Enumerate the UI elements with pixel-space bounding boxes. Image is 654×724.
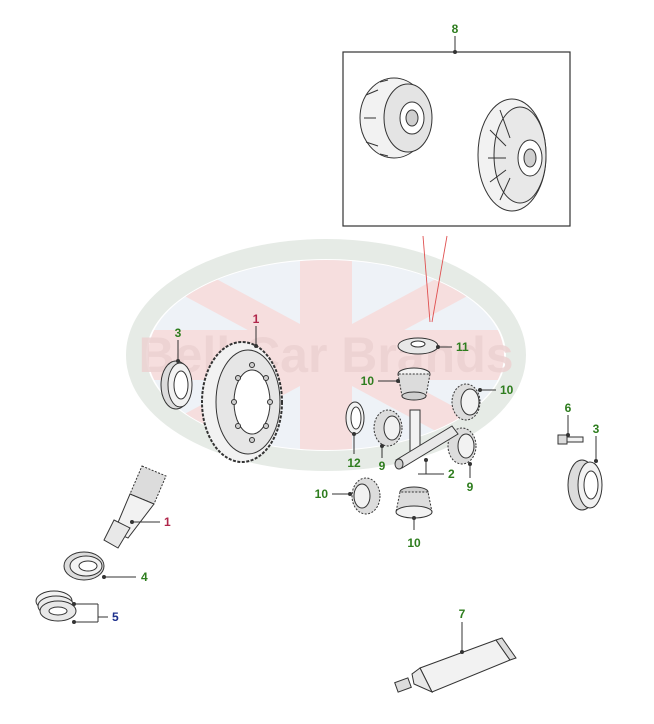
bolt: 6 [557,401,584,445]
drive-pinion: 1 [103,465,171,549]
thrust-washer: 11 [397,337,469,355]
watermark-text: Bell Car Brands [138,327,513,383]
cross-shaft: 2 [394,409,459,481]
callout-1-crown: 1 [253,312,260,326]
inset-indicator-lines [422,235,448,323]
callout-10-bottom-left: 10 [315,487,329,501]
pinion-bearing: 4 [63,551,148,584]
planet-gear-top-left: 10 [361,367,431,401]
callout-4: 4 [141,570,148,584]
callout-dots [72,50,598,654]
callout-3-left: 3 [175,326,182,340]
differential-pinion-right: 9 [447,427,477,494]
shim-set: 5 [35,590,119,624]
callout-1-pinion: 1 [164,515,171,529]
differential-case-inset: 8 [342,22,571,227]
planet-gear-top-right: 10 [451,383,514,421]
callout-9-right: 9 [467,480,474,494]
carrier-bearing-left: 3 [160,326,193,410]
case-half-right [477,98,547,212]
carrier-bearing-right: 3 [567,422,603,511]
callout-11: 11 [456,340,469,354]
callout-10-bottom-center: 10 [407,536,421,550]
callout-5: 5 [112,610,119,624]
callout-2: 2 [448,467,455,481]
callout-10-top-right: 10 [500,383,514,397]
sealant-tube: 7 [394,607,517,694]
callout-6: 6 [565,401,572,415]
callout-10-top-left: 10 [361,374,375,388]
differential-pinion-left: 9 [373,409,403,473]
planet-gear-bottom-left: 10 [315,477,381,515]
callout-3-right: 3 [593,422,600,436]
callout-8: 8 [452,22,459,36]
thrust-ring: 12 [345,401,365,470]
case-half-left [359,77,433,159]
callout-12: 12 [347,456,361,470]
callout-9-left: 9 [379,459,386,473]
watermark-outer-ring [126,239,526,471]
crown-wheel: 1 [201,312,283,463]
crown-wheel-bolt-holes [231,362,273,443]
callout-7: 7 [459,607,466,621]
